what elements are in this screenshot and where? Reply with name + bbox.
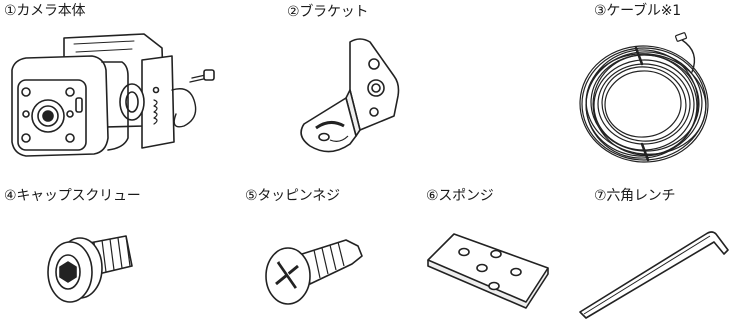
part-label: ②ブラケット [287, 4, 369, 20]
part-label: ③ケーブル※1 [594, 3, 681, 19]
camera-body-icon [4, 30, 219, 165]
part-label: ①カメラ本体 [4, 3, 86, 19]
part-label: ⑤タッピンネジ [245, 188, 340, 204]
part-label: ⑥スポンジ [426, 188, 494, 204]
part-label: ④キャップスクリュー [4, 188, 141, 204]
part-label: ⑦六角レンチ [594, 188, 676, 204]
sponge-pad-icon [424, 230, 554, 315]
cable-coil-icon [572, 32, 722, 167]
bracket-icon [290, 36, 415, 161]
tapping-screw-icon [258, 232, 368, 312]
cap-screw-icon [40, 232, 140, 312]
hex-wrench-icon [578, 228, 730, 319]
